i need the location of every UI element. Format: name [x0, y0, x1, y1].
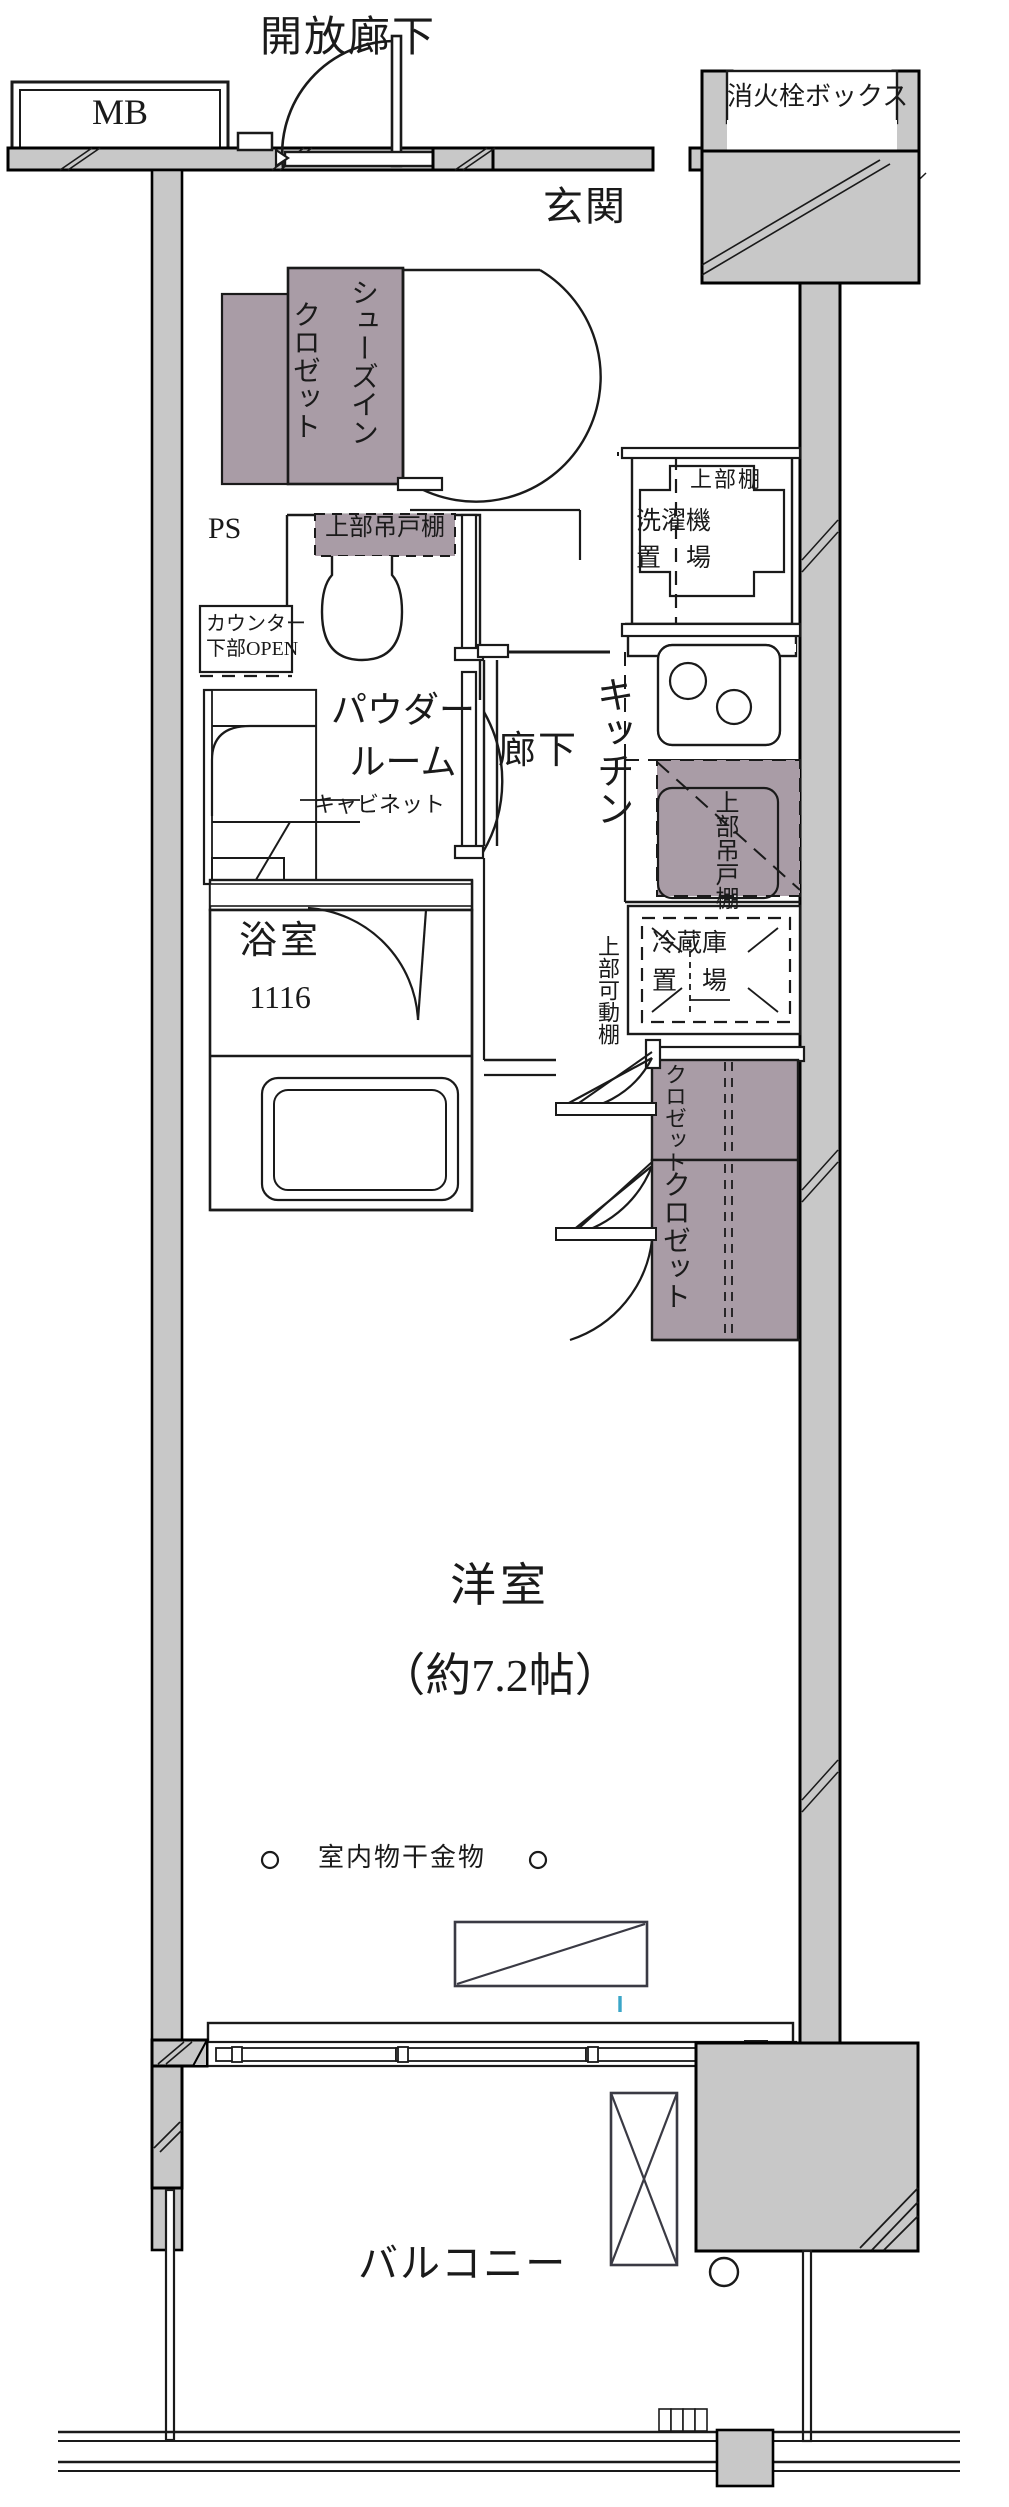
western-room-label: 洋室 — [450, 1560, 550, 1611]
corridor-label: 廊下 — [498, 730, 579, 772]
corridor-lower-wall — [482, 858, 556, 1077]
shoes-in-label: シューズイン — [347, 278, 378, 446]
corridor-walls — [476, 643, 610, 846]
powder-room-label-line2: ルーム — [349, 742, 457, 782]
upper-movable-shelf-label: 上部可動棚 — [595, 935, 620, 1045]
left-bottom-wall-stub — [150, 2038, 209, 2190]
closet-large-label: クロゼット — [659, 1170, 690, 1310]
washer-place-label-line2: 置 場 — [636, 545, 712, 572]
door-post-stub — [236, 131, 274, 152]
refrigerator-space — [626, 904, 802, 1036]
entry-hall-outline — [396, 268, 602, 560]
kitchen-label: キッチン — [590, 675, 632, 827]
kitchen-left-wall — [617, 446, 802, 638]
kitchen-sink-area — [623, 756, 801, 904]
western-room-size-label: （約7.2帖） — [379, 1650, 621, 1701]
bathroom-label: 浴室 — [238, 920, 321, 962]
entrance-label: 玄関 — [543, 184, 627, 229]
main-room-boundary — [210, 880, 800, 1342]
balcony-drain — [708, 2256, 740, 2288]
fridge-place-label-line1: 冷蔵庫 — [652, 930, 728, 957]
toilet-room — [285, 513, 482, 700]
balcony-partition-panel — [609, 2091, 679, 2267]
upper-shelf-label: 上部棚 — [690, 467, 763, 492]
open-corridor-label: 開放廊下 — [260, 15, 437, 61]
bathroom-size-label: 1116 — [249, 979, 311, 1015]
indoor-drying-hardware-label: 室内物干金物 — [318, 1843, 487, 1872]
meter-box-label: MB — [91, 92, 149, 132]
indoor-drying-hardware-marks — [260, 1850, 548, 1870]
counter-label-line1: カウンター — [206, 613, 306, 635]
shoe-in-closet — [220, 266, 405, 486]
upper-hanging-cupboard-toilet-label: 上部吊戸棚 — [325, 515, 445, 541]
balcony-label: バルコニー — [358, 2241, 568, 2286]
powder-room-walls — [453, 513, 504, 860]
fire-hydrant-box-label: 消火栓ボックス — [727, 82, 909, 111]
fridge-place-label-line2: 置 場 — [652, 968, 728, 995]
right-upper-wall-mass — [700, 149, 921, 285]
bottom-right-column — [694, 2041, 920, 2253]
vanity-cabinet — [202, 688, 360, 895]
closet-group — [644, 1038, 806, 1342]
washer-place-label-line1: 洗濯機 — [636, 508, 712, 535]
bathroom-unit — [208, 878, 474, 1212]
powder-room-label-line1: パウダー — [330, 690, 475, 730]
upper-hanging-cupboard-kitchen-label: 上部吊戸棚 — [711, 790, 737, 910]
meter-box-outline — [10, 80, 230, 152]
left-partition-wall — [150, 168, 184, 2252]
air-conditioner-unit — [453, 1920, 649, 1988]
counter-under-open — [198, 604, 294, 678]
closet-entry-label: クロゼット — [289, 300, 320, 440]
counter-label-line2: 下部OPEN — [206, 638, 299, 660]
balcony-outer-rail — [58, 2408, 960, 2488]
powder-cabinet-label: キャビネット — [313, 792, 446, 817]
entrance-door-threshold — [274, 147, 437, 169]
ps-label: PS — [208, 512, 242, 545]
kitchen-cooktop — [624, 632, 798, 760]
right-outer-wall — [798, 281, 842, 2052]
fire-hydrant-box-structure — [700, 69, 927, 197]
closet-small-label: クロゼット — [662, 1063, 687, 1173]
closet-door-swings — [555, 1051, 657, 1342]
